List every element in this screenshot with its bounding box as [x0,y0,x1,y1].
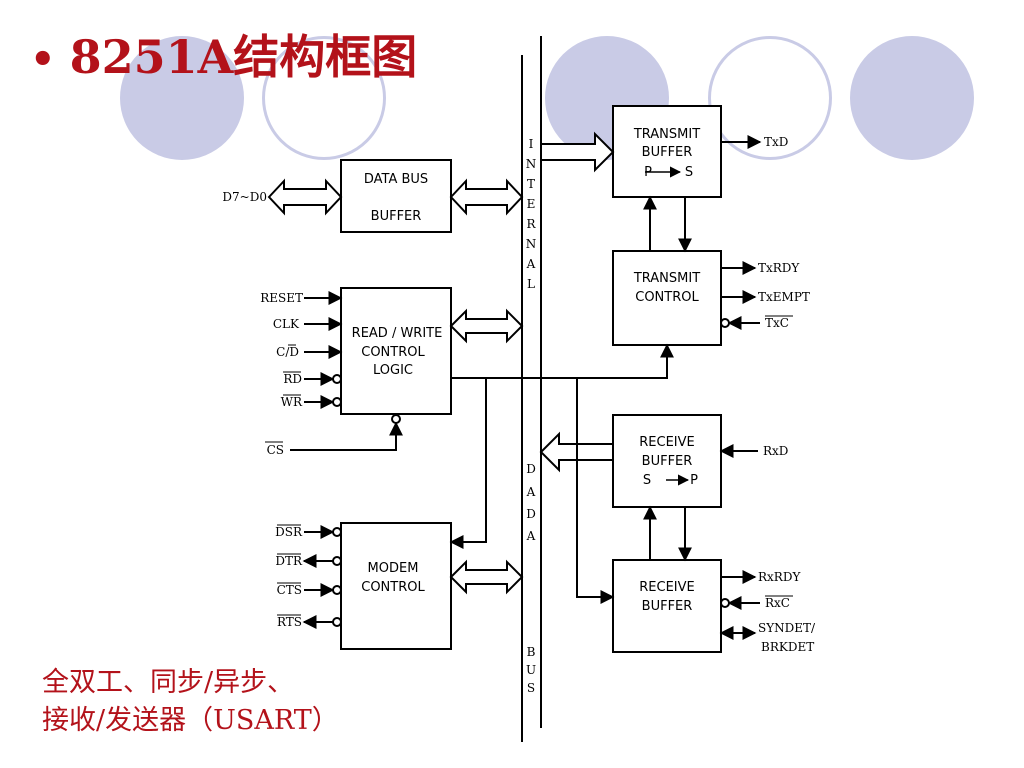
decor-circle-1 [120,36,244,160]
rw-control-label-1: READ / WRITE [352,326,443,341]
rts-bubble [332,617,342,627]
read-write-control-box [340,287,452,415]
txrdy-label: TxRDY [758,261,800,275]
decor-circle-5 [850,36,974,160]
bus-letter-n2: N [526,237,537,251]
receive-buffer-label-p: P [690,473,698,488]
bus-letter-a1: A [526,485,536,499]
control-to-modem-line [449,378,487,549]
syndet-label: SYNDET/ [758,621,816,635]
rxd-label: RxD [763,444,788,458]
bus-letter-i: I [529,137,534,151]
modem-control-label-2: CONTROL [361,580,425,595]
rd-label: RD [283,372,302,386]
dtr-bubble [332,556,342,566]
title-bullet: • [30,36,56,83]
control-to-transmit-control-line [451,343,674,379]
bus-letter-a2: A [526,529,536,543]
cts-label: CTS [277,583,302,597]
rw-control-label-3: LOGIC [373,363,413,378]
transmit-buffer-box [612,105,722,198]
transmit-control-label-2: CONTROL [635,290,699,305]
txd-label: TxD [764,135,788,149]
receive-buffer-label-s: S [643,473,651,488]
bus-letter-a: A [526,257,536,271]
rw-control-label-2: CONTROL [361,345,425,360]
transmit-control-label-1: TRANSMIT [633,271,700,286]
rts-label: RTS [277,615,302,629]
bus-letter-s: S [527,681,535,695]
decor-circle-2 [262,36,386,160]
bus-letter-d2: D [526,507,536,521]
bus-letter-t: T [527,177,535,191]
bus-letter-l: L [527,277,535,291]
d7-d0-bus-arrow [267,178,343,216]
wr-bubble [332,397,342,407]
dsr-label: DSR [275,525,303,539]
bus-letter-r: R [526,217,536,231]
slide-title: • 8251A结构框图 [30,22,417,92]
title-text: 8251A结构框图 [69,30,418,84]
cts-bubble [332,585,342,595]
receive-control-label-1: RECEIVE [639,580,694,595]
bus-letter-e: E [527,197,536,211]
d7-d0-label: D7~D0 [222,190,267,204]
caption-line-2: 接收/发送器（USART） [42,705,339,736]
wr-label: WR [281,395,303,409]
receive-control-box [612,559,722,653]
cs-bubble [391,414,401,424]
modem-control-bus-arrow [449,559,524,595]
receive-buffer-label-2: BUFFER [642,454,693,469]
transmit-buffer-label-s: S [685,165,693,180]
bus-letter-b: B [527,645,536,659]
rw-control-bus-arrow [449,308,524,344]
transmit-control-box [612,250,722,346]
receive-buffer-label-1: RECEIVE [639,435,694,450]
receive-control-label-2: BUFFER [642,599,693,614]
cs-label: CS [267,443,284,457]
cd-label: C/D [276,345,299,359]
control-to-receive-control-line [576,378,615,604]
rd-bubble [332,374,342,384]
cs-pin-line [290,421,403,451]
transmit-buffer-label-1: TRANSMIT [633,127,700,142]
bus-to-transmit-buffer-arrow [540,131,615,173]
data-bus-to-internal-arrow [449,178,524,216]
transmit-buffer-label-2: BUFFER [642,145,693,160]
modem-control-box [340,522,452,650]
dsr-bubble [332,527,342,537]
bus-letter-u: U [526,663,536,677]
decor-circle-4 [708,36,832,160]
caption: 全双工、同步/异步、 接收/发送器（USART） [42,664,339,740]
rxrdy-label: RxRDY [758,570,801,584]
txc-label: TxC [765,316,789,330]
txempt-label: TxEMPT [758,290,810,304]
clk-label: CLK [273,317,300,331]
txc-bubble [720,318,730,328]
data-bus-buffer-label-2: BUFFER [371,209,422,224]
modem-control-label-1: MODEM [368,561,419,576]
rxc-bubble [720,598,730,608]
reset-label: RESET [260,291,303,305]
data-bus-buffer-label-1: DATA BUS [364,172,428,187]
rxc-label: RxC [765,596,790,610]
dtr-label: DTR [275,554,303,568]
caption-line-1: 全双工、同步/异步、 [42,667,295,698]
bus-letter-d1: D [526,462,536,476]
bus-letter-n1: N [526,157,537,171]
brkdet-label: BRKDET [761,640,814,654]
transmit-buffer-label-p: P [644,165,652,180]
